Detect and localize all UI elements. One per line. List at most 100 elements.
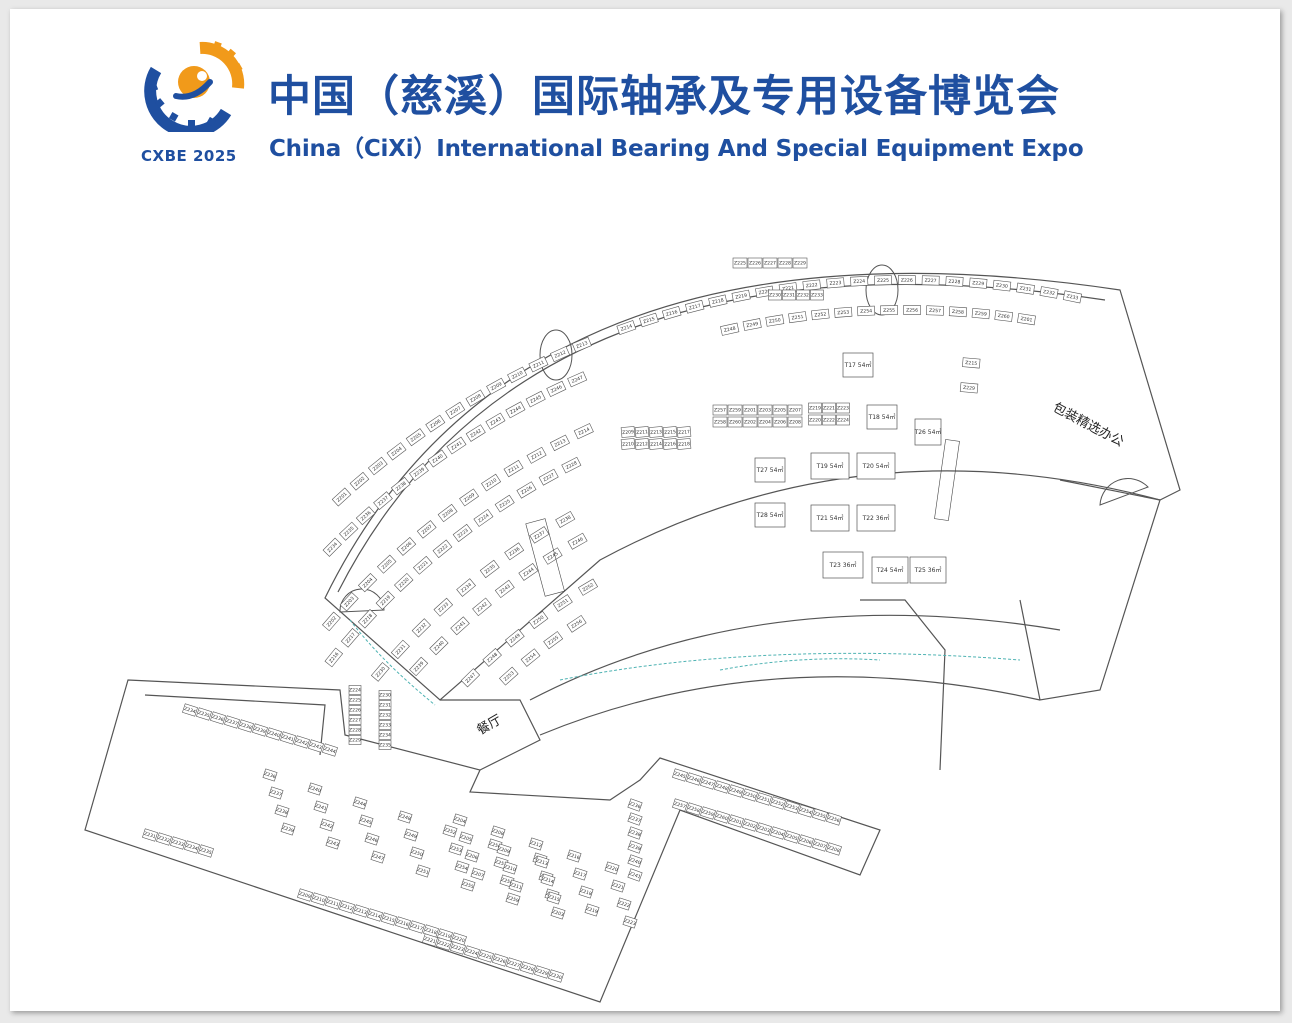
special-booth[interactable]: T22 36㎡: [856, 504, 896, 532]
booth[interactable]: Z244: [505, 401, 526, 419]
booth[interactable]: Z228: [348, 725, 362, 735]
booth[interactable]: Z256: [826, 812, 842, 826]
booth[interactable]: Z236: [355, 506, 376, 526]
booth[interactable]: Z249: [403, 828, 419, 842]
booth[interactable]: Z211: [528, 356, 549, 373]
booth[interactable]: Z224: [836, 414, 850, 426]
booth[interactable]: Z219: [584, 903, 600, 917]
booth[interactable]: Z255: [880, 305, 898, 316]
booth[interactable]: Z253: [499, 666, 519, 686]
booth[interactable]: Z203: [550, 906, 566, 920]
booth[interactable]: Z215: [962, 357, 981, 369]
special-booth[interactable]: T18 54㎡: [866, 404, 898, 430]
booth[interactable]: Z218: [578, 885, 594, 899]
booth[interactable]: Z244: [322, 743, 338, 757]
booth[interactable]: Z214: [367, 908, 383, 922]
booth[interactable]: Z260: [727, 416, 743, 428]
booth[interactable]: Z205: [772, 404, 788, 416]
booth[interactable]: Z243: [485, 412, 506, 430]
booth[interactable]: Z241: [627, 868, 643, 882]
booth[interactable]: Z253: [834, 306, 853, 318]
booth[interactable]: Z251: [415, 864, 431, 878]
booth[interactable]: Z217: [676, 426, 692, 438]
special-booth[interactable]: T17 54㎡: [842, 352, 874, 378]
booth[interactable]: Z252: [577, 578, 599, 596]
booth[interactable]: Z239: [252, 723, 268, 737]
booth[interactable]: Z203: [756, 822, 772, 836]
booth[interactable]: Z219: [375, 590, 395, 610]
booth[interactable]: Z260: [714, 810, 730, 824]
booth[interactable]: Z234: [182, 703, 198, 717]
booth[interactable]: Z215: [639, 312, 659, 328]
booth[interactable]: Z210: [502, 861, 518, 875]
booth[interactable]: Z224: [850, 275, 869, 287]
booth[interactable]: Z238: [274, 804, 290, 818]
booth[interactable]: Z216: [661, 305, 682, 321]
booth[interactable]: Z211: [508, 879, 524, 893]
booth[interactable]: Z253: [784, 800, 800, 814]
booth[interactable]: Z229: [534, 965, 550, 979]
booth[interactable]: Z243: [308, 739, 324, 753]
booth[interactable]: Z204: [386, 442, 407, 461]
booth[interactable]: Z251: [788, 311, 807, 324]
booth[interactable]: Z201: [1017, 313, 1036, 326]
booth[interactable]: Z210: [311, 892, 327, 906]
booth[interactable]: Z213: [534, 855, 550, 869]
booth[interactable]: Z231: [142, 828, 158, 842]
booth[interactable]: Z239: [409, 656, 429, 677]
booth[interactable]: Z224: [348, 685, 362, 695]
booth[interactable]: Z252: [770, 796, 786, 810]
booth[interactable]: Z233: [810, 289, 824, 301]
booth[interactable]: Z254: [454, 860, 470, 874]
booth[interactable]: Z238: [555, 510, 576, 528]
booth[interactable]: Z250: [765, 314, 785, 327]
booth[interactable]: Z249: [728, 784, 744, 798]
booth[interactable]: Z236: [627, 798, 643, 812]
booth[interactable]: Z232: [156, 832, 172, 846]
booth[interactable]: Z234: [322, 537, 342, 557]
booth[interactable]: Z217: [409, 920, 425, 934]
booth[interactable]: Z255: [812, 808, 828, 822]
booth[interactable]: Z241: [280, 731, 296, 745]
booth[interactable]: Z248: [714, 780, 730, 794]
special-booth[interactable]: T23 36㎡: [822, 551, 864, 579]
booth[interactable]: Z256: [903, 305, 921, 315]
booth[interactable]: Z247: [460, 668, 481, 688]
booth[interactable]: Z240: [307, 782, 323, 796]
booth[interactable]: Z212: [526, 446, 547, 464]
booth[interactable]: Z240: [429, 636, 449, 656]
booth[interactable]: Z247: [700, 776, 716, 790]
booth[interactable]: Z209: [496, 843, 512, 857]
booth[interactable]: Z236: [504, 542, 525, 561]
booth[interactable]: Z245: [358, 814, 374, 828]
booth[interactable]: Z207: [416, 520, 437, 539]
booth[interactable]: Z202: [322, 611, 341, 632]
booth[interactable]: Z237: [529, 526, 550, 544]
booth[interactable]: Z229: [348, 735, 362, 745]
booth[interactable]: Z204: [452, 813, 468, 827]
booth[interactable]: Z214: [648, 438, 664, 450]
booth[interactable]: Z241: [446, 436, 467, 455]
booth[interactable]: Z237: [268, 786, 284, 800]
booth[interactable]: Z222: [616, 897, 632, 911]
booth[interactable]: Z224: [473, 508, 494, 527]
booth[interactable]: Z214: [616, 320, 637, 336]
booth[interactable]: Z211: [503, 459, 524, 478]
booth[interactable]: Z245: [525, 390, 546, 408]
booth[interactable]: Z228: [777, 257, 793, 269]
booth[interactable]: Z237: [224, 715, 240, 729]
booth[interactable]: Z232: [796, 289, 810, 301]
booth[interactable]: Z252: [811, 308, 830, 321]
booth[interactable]: Z236: [262, 768, 278, 782]
booth[interactable]: Z222: [432, 539, 453, 559]
booth[interactable]: Z206: [464, 849, 480, 863]
booth[interactable]: Z221: [422, 933, 438, 947]
booth[interactable]: Z256: [566, 614, 587, 633]
booth[interactable]: Z208: [465, 389, 486, 407]
booth[interactable]: Z225: [732, 257, 748, 269]
booth[interactable]: Z246: [546, 380, 567, 398]
booth[interactable]: Z218: [676, 438, 692, 450]
booth[interactable]: Z241: [313, 800, 329, 814]
booth[interactable]: Z216: [662, 438, 678, 450]
booth[interactable]: Z209: [486, 377, 507, 395]
